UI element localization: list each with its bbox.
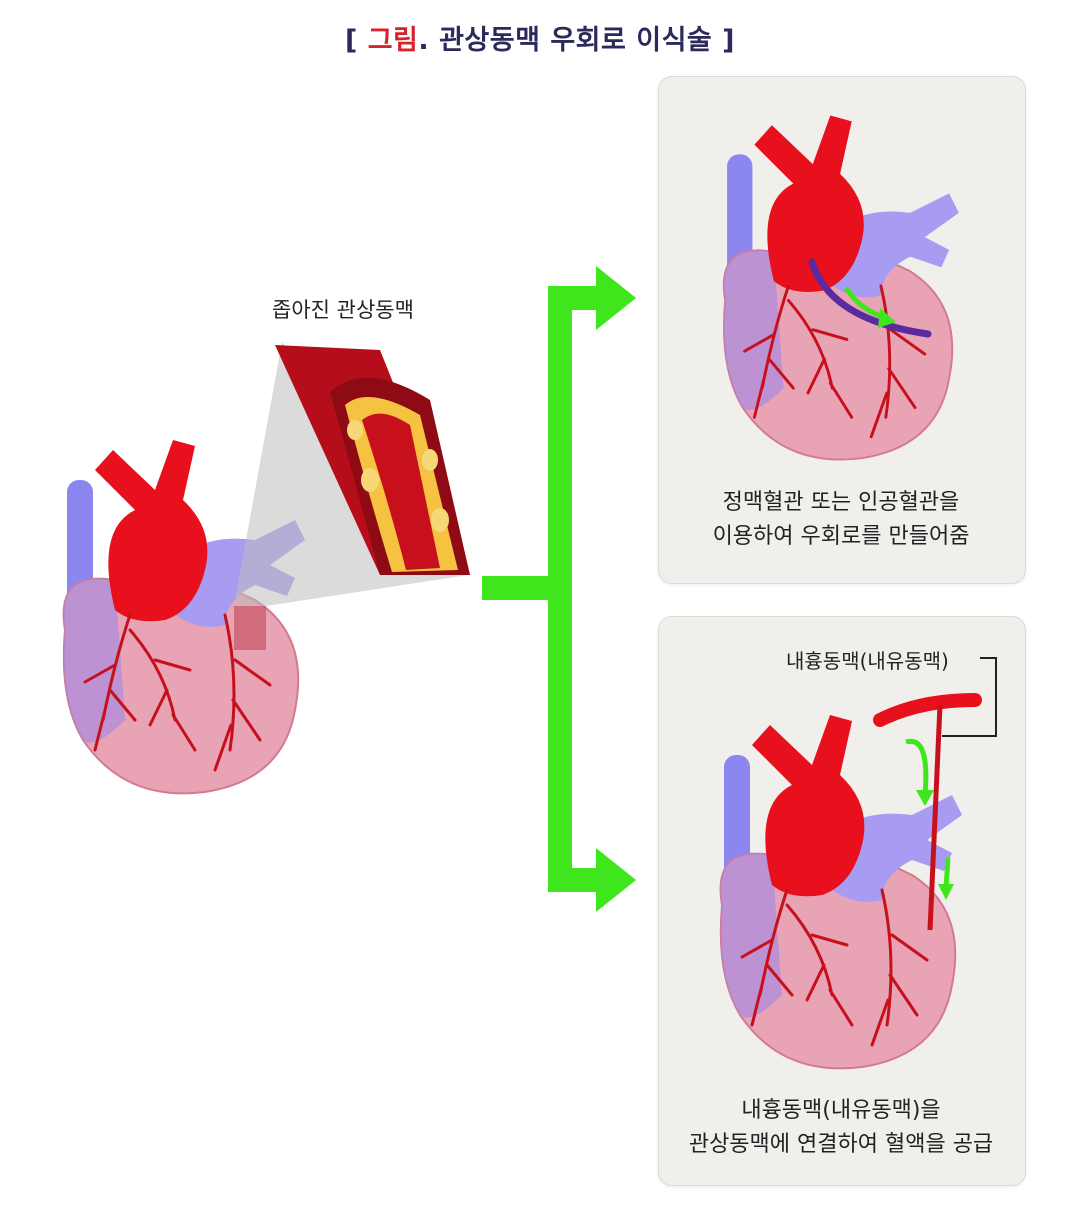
vein-graft-caption-line2: 이용하여 우회로를 만들어줌 — [712, 524, 970, 549]
mammary-callout-label: 내흉동맥(내유동맥) — [786, 649, 949, 673]
mammary-graft-vessel — [927, 704, 943, 931]
mammary-graft-caption-line1: 내흉동맥(내유동맥)을 — [741, 1098, 941, 1123]
title-bracket-close: ] — [712, 25, 736, 56]
title-text: . 관상동맥 우회로 이식술 — [418, 25, 713, 56]
mammary-graft-caption: 내흉동맥(내유동맥)을 관상동맥에 연결하여 혈액을 공급 — [659, 1094, 1023, 1162]
vein-graft-vessel — [808, 258, 932, 338]
mammary-graft-caption-line2: 관상동맥에 연결하여 혈액을 공급 — [688, 1132, 994, 1157]
flow-arrow-upper — [905, 738, 929, 796]
flow-arrow-lower-head — [938, 884, 954, 900]
title-accent: 그림 — [367, 25, 419, 56]
narrowed-artery-label: 좁아진 관상동맥 — [272, 298, 414, 322]
figure-title: [ 그림. 관상동맥 우회로 이식술 ] — [0, 18, 1080, 57]
flow-arrow-lower — [943, 857, 951, 889]
mammary-artery — [873, 693, 982, 727]
flow-arrow-head — [878, 308, 896, 328]
vein-graft-caption-line1: 정맥혈관 또는 인공혈관을 — [722, 490, 960, 515]
narrowed-region-marker — [234, 606, 266, 650]
callout-bracket — [942, 657, 997, 737]
bypass-arrow — [482, 266, 636, 912]
flow-arrow-upper-head — [916, 790, 934, 806]
heart-vein-graft — [722, 113, 961, 462]
artery-cross-section — [275, 345, 470, 575]
vein-graft-caption: 정맥혈관 또는 인공혈관을 이용하여 우회로를 만들어줌 — [659, 486, 1023, 554]
title-bracket-open: [ — [344, 25, 368, 56]
